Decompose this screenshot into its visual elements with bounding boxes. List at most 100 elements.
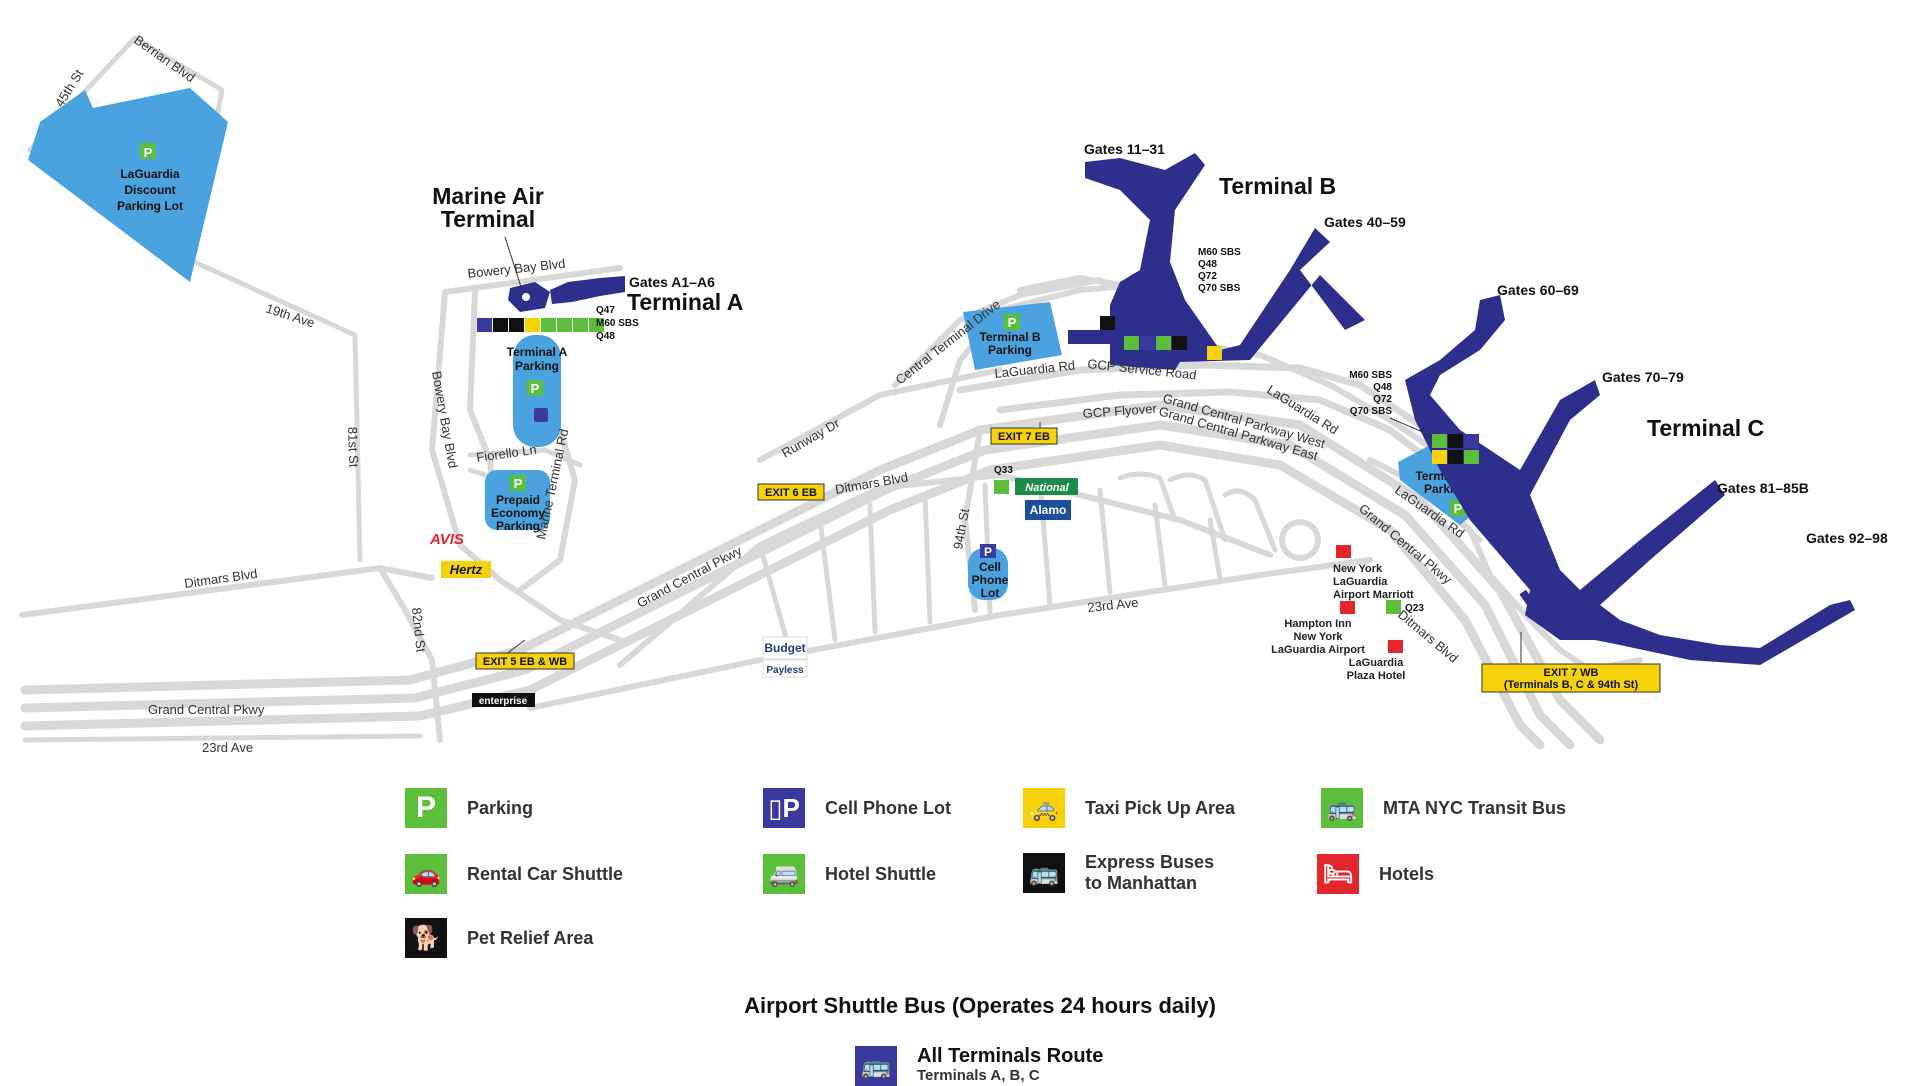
- rental-brands: AVIS Hertz National Alamo Budget Payless…: [429, 478, 1078, 707]
- all-terminals-route: 🚌 All Terminals Route Terminals A, B, C: [855, 1046, 1103, 1086]
- hotel-plaza-label-2: Plaza Hotel: [1347, 670, 1406, 682]
- terminal-c-building[interactable]: [1405, 295, 1855, 665]
- enterprise-logo-bg: [472, 693, 535, 707]
- pet-relief-icon: 🐕: [405, 918, 447, 958]
- exit-7eb-label: EXIT 7 EB: [998, 431, 1050, 443]
- mta-bus-icon[interactable]: [994, 480, 1009, 494]
- mta-bus-icon: 🚌: [1321, 788, 1363, 828]
- legend-hotels: 🛏 Hotels: [1317, 854, 1434, 894]
- prepaid-label-1: Prepaid: [496, 493, 540, 507]
- discount-parking-lot[interactable]: [28, 88, 228, 282]
- pet-relief-icon: [1448, 450, 1463, 464]
- terminal-b-bus-q70: Q70 SBS: [1198, 283, 1241, 294]
- express-bus-icon: [1448, 434, 1463, 448]
- terminal-a-label: Terminal A: [627, 289, 743, 315]
- express-bus-icon: 🚌: [1023, 853, 1065, 893]
- mta-bus-icon[interactable]: [1386, 600, 1401, 614]
- terminal-b-parking[interactable]: [963, 302, 1062, 370]
- shuttle-bus-icon: [477, 318, 492, 332]
- alamo-logo[interactable]: Alamo: [1030, 503, 1067, 517]
- legend-parking-label: Parking: [467, 797, 534, 818]
- legend-hotel-shuttle: 🚐 Hotel Shuttle: [763, 854, 936, 894]
- terminal-a-service-strip[interactable]: [477, 318, 604, 332]
- gates-92-98-label: Gates 92–98: [1806, 530, 1888, 546]
- national-logo[interactable]: National: [1025, 482, 1069, 494]
- terminal-c-bus-q70: Q70 SBS: [1350, 406, 1393, 417]
- express-bus-icon: [509, 318, 524, 332]
- road-82nd-st: [377, 565, 443, 743]
- terminal-a-bus-m60: M60 SBS: [596, 318, 639, 329]
- exit-5-label: EXIT 5 EB & WB: [483, 656, 567, 668]
- exit-5-sign: [475, 652, 575, 670]
- terminal-c-bus-q72: Q72: [1373, 394, 1392, 405]
- terminal-a-building[interactable]: [550, 276, 625, 304]
- rental-car-shuttle-icon: [1464, 450, 1479, 464]
- mta-bus-icon: [1156, 336, 1171, 350]
- legend-mta-bus-label: MTA NYC Transit Bus: [1383, 797, 1567, 818]
- bus-q33-label: Q33: [994, 465, 1013, 476]
- cell-phone-lot[interactable]: [968, 548, 1008, 600]
- road-label-gcp-mid: Grand Central Pkwy: [634, 543, 744, 611]
- road-label-gcp-west: Grand Central Pkwy: [148, 702, 265, 717]
- payless-logo[interactable]: Payless: [766, 665, 804, 676]
- gates-11-31-label: Gates 11–31: [1084, 141, 1165, 157]
- map-legend: P Parking ▯P Cell Phone Lot 🚕 Taxi Pick …: [0, 770, 1920, 1080]
- hotel-shuttle-icon: 🚐: [763, 854, 805, 894]
- taxi-icon: 🚕: [1023, 788, 1065, 828]
- exits: EXIT 5 EB & WB EXIT 6 EB EXIT 7 EB EXIT …: [475, 422, 1661, 693]
- legend-cell-phone-lot: ▯P Cell Phone Lot: [763, 788, 951, 828]
- prepaid-economy-parking[interactable]: [485, 470, 550, 530]
- terminal-c-service-strip[interactable]: [1432, 434, 1479, 464]
- cell-phone-lot-icon: ▯P: [763, 788, 805, 828]
- gates-a1-a6-label: Gates A1–A6: [629, 274, 715, 290]
- exit-7wb-label-2: (Terminals B, C & 94th St): [1504, 679, 1639, 691]
- cell-lot-label-3: Lot: [981, 586, 1000, 600]
- terminal-b-building[interactable]: [1085, 153, 1365, 370]
- terminal-b-service-strip[interactable]: [1100, 316, 1222, 360]
- hotel-shuttle-icon: [557, 318, 572, 332]
- budget-logo[interactable]: Budget: [764, 641, 805, 655]
- legend-hotel-shuttle-label: Hotel Shuttle: [825, 863, 936, 884]
- gates-40-59-label: Gates 40–59: [1324, 214, 1406, 230]
- discount-lot-label-1: LaGuardia: [120, 167, 180, 181]
- avis-logo[interactable]: AVIS: [429, 531, 464, 548]
- legend-pet-relief-label: Pet Relief Area: [467, 927, 594, 948]
- hotel-icon[interactable]: [1388, 640, 1403, 653]
- hotel-hampton-label-1: Hampton Inn: [1284, 618, 1351, 630]
- enterprise-logo[interactable]: enterprise: [479, 696, 528, 707]
- hertz-logo[interactable]: Hertz: [450, 562, 483, 577]
- rental-car-shuttle-icon: [541, 318, 556, 332]
- terminal-b-parking-label-1: Terminal B: [979, 330, 1040, 344]
- shuttle-bus-icon: [534, 408, 548, 422]
- hotel-hampton-label-3: LaGuardia Airport: [1271, 644, 1365, 656]
- alamo-logo-bg: [1025, 500, 1071, 520]
- legend-parking: P Parking: [405, 788, 533, 828]
- mta-bus-icon: [573, 318, 588, 332]
- hotel-hampton-label-2: New York: [1293, 631, 1343, 643]
- pet-relief-icon: [493, 318, 508, 332]
- hotel-icon[interactable]: [1336, 545, 1351, 558]
- legend-express-bus-label-2: to Manhattan: [1085, 873, 1197, 893]
- hotel-icon[interactable]: [1340, 601, 1355, 614]
- prepaid-label-3: Parking: [496, 519, 540, 533]
- terminal-c-bus-m60: M60 SBS: [1349, 370, 1392, 381]
- svg-text:P: P: [514, 476, 523, 491]
- shuttle-title: Airport Shuttle Bus (Operates 24 hours d…: [744, 993, 1216, 1018]
- prepaid-label-2: Economy: [491, 506, 545, 520]
- hotel-marriott-label-2: LaGuardia: [1333, 576, 1388, 588]
- roads-layer: [19, 35, 1643, 750]
- express-bus-icon: [1172, 336, 1187, 350]
- legend-cell-phone-lot-label: Cell Phone Lot: [825, 797, 951, 818]
- terminal-b-label: Terminal B: [1219, 173, 1336, 199]
